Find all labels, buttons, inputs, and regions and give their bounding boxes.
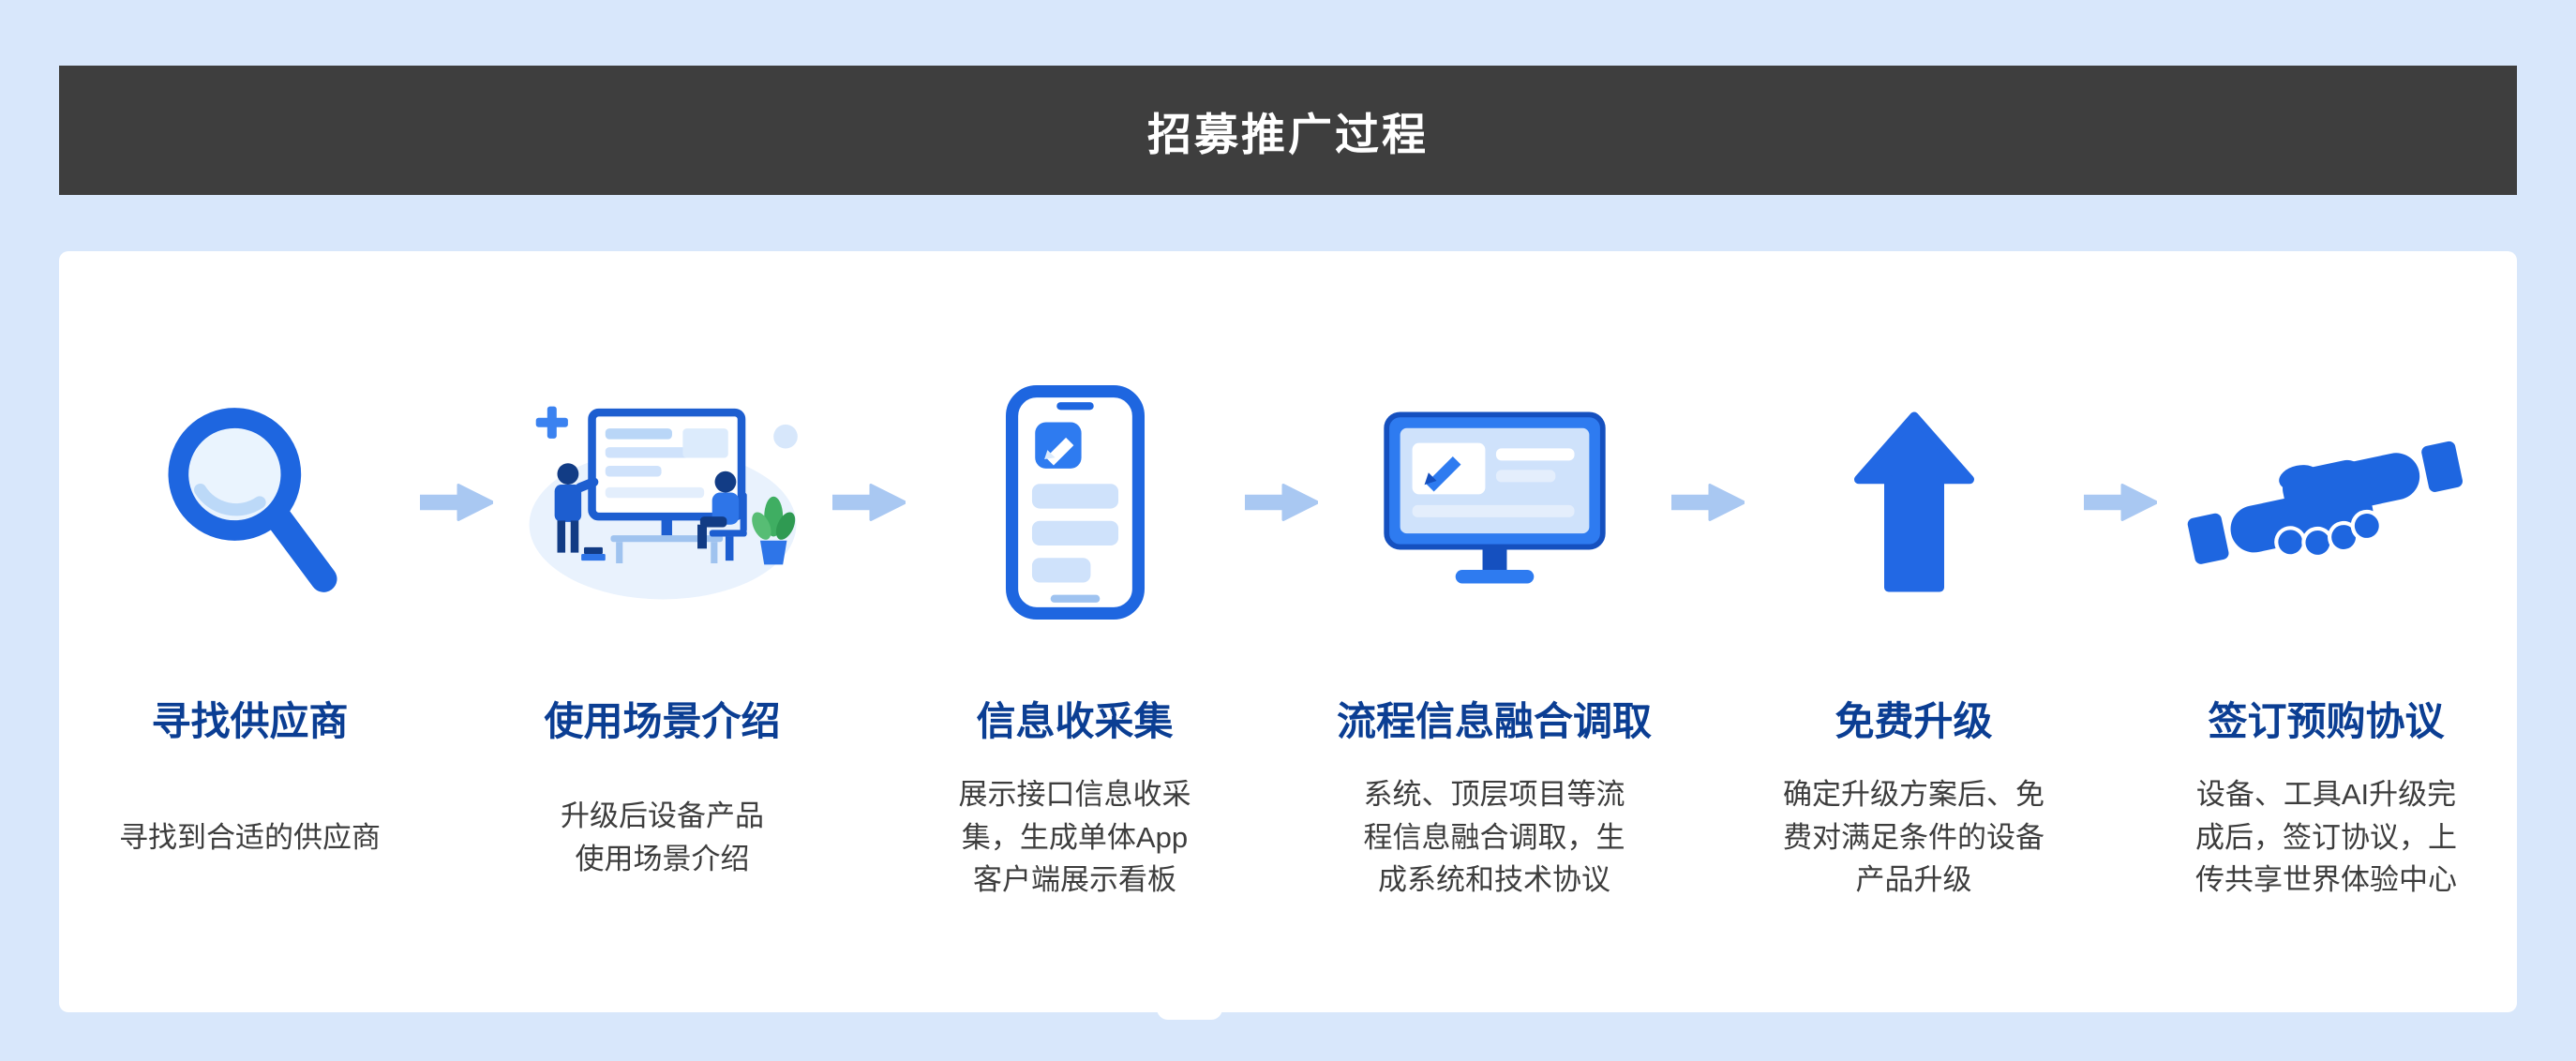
flow-arrow-cell	[419, 482, 493, 523]
phone-icon	[1005, 384, 1145, 620]
step-description: 展示接口信息收采 集，生成单体App 客户端展示看板	[958, 777, 1191, 897]
header-bar: 招募推广过程	[59, 66, 2517, 195]
step-icon-cell	[1380, 408, 1610, 597]
magnifier-icon	[168, 407, 337, 592]
bottom-partial-card	[1157, 994, 1223, 1020]
step-icon-cell	[1004, 384, 1146, 620]
step-description: 升级后设备产品 使用场景介绍	[561, 799, 764, 875]
step-icon-cell	[157, 396, 344, 609]
presentation-scene-icon	[529, 406, 798, 600]
flow-arrow-icon	[1244, 483, 1318, 521]
step-description: 设备、工具AI升级完 成后，签订协议，上 传共享世界体验中心	[2195, 777, 2457, 897]
flow-arrow-cell	[1670, 482, 1745, 523]
step-description: 系统、顶层项目等流 程信息融合调取，生 成系统和技术协议	[1363, 777, 1625, 897]
flow-arrow-icon	[419, 483, 493, 521]
step-icon-cell	[2186, 409, 2467, 596]
process-card: 寻找供应商 寻找到合适的供应商	[59, 251, 2517, 1020]
upgrade-arrow-icon	[1853, 411, 1974, 592]
step-title: 免费升级	[1835, 698, 1993, 743]
monitor-icon	[1383, 411, 1606, 584]
flow-arrow-cell	[2083, 482, 2157, 523]
flow-arrow-icon	[2083, 483, 2157, 521]
step-description: 寻找到合适的供应商	[119, 820, 381, 854]
step-title: 流程信息融合调取	[1336, 698, 1652, 743]
step-description: 确定升级方案后、免 费对满足条件的设备 产品升级	[1783, 777, 2044, 897]
step-title: 使用场景介绍	[544, 698, 781, 743]
flow-arrow-icon	[831, 483, 906, 521]
flow-arrow-cell	[831, 482, 906, 523]
step-icon-cell	[1853, 411, 1974, 593]
flow-arrow-cell	[1244, 482, 1318, 523]
process-flow: 寻找供应商 寻找到合适的供应商	[88, 362, 2488, 903]
step-title: 信息收采集	[976, 698, 1174, 743]
step-title: 寻找供应商	[151, 698, 349, 743]
step-icon-cell	[522, 396, 803, 607]
handshake-icon	[2187, 441, 2463, 564]
flow-arrow-icon	[1670, 483, 1745, 521]
step-title: 签订预购协议	[2208, 698, 2445, 743]
page-title: 招募推广过程	[1147, 109, 1429, 159]
